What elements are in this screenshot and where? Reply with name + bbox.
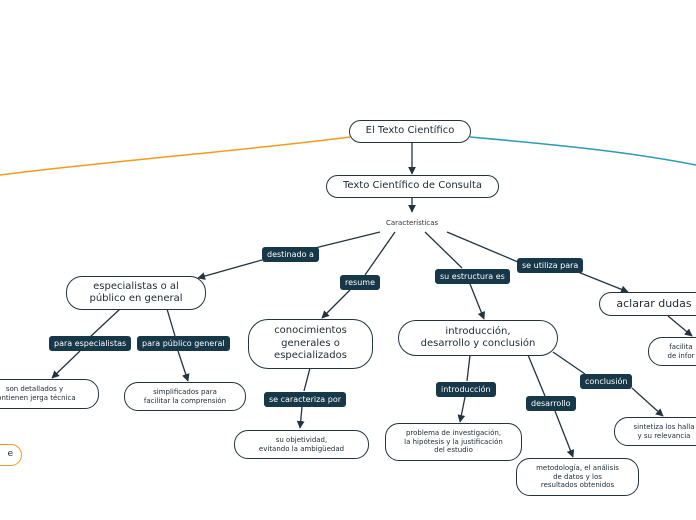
specialists-node[interactable]: son detallados y contienen jerga técnica bbox=[0, 379, 99, 409]
trait-node[interactable]: su objetividad, evitando la ambigüedad bbox=[234, 430, 369, 459]
intro-node[interactable]: problema de investigación, la hipótesis … bbox=[385, 423, 522, 461]
characteristics-text: Características bbox=[386, 219, 439, 227]
edge-intro-node bbox=[457, 396, 466, 423]
edge-audience-public bbox=[166, 308, 176, 337]
edge-trait-node bbox=[296, 406, 305, 429]
edge-resume-summary bbox=[321, 289, 351, 319]
edge-char-structure bbox=[424, 231, 463, 269]
structure-node[interactable]: introducción, desarrollo y conclusión bbox=[398, 320, 558, 356]
edge-development-node bbox=[554, 410, 575, 458]
edge-char-usage bbox=[446, 231, 519, 263]
label-destinado-a: destinado a bbox=[262, 247, 319, 262]
edge-conclusion-node bbox=[631, 387, 664, 417]
edge-root-left bbox=[0, 136, 351, 176]
edge-char-resume bbox=[364, 231, 396, 276]
summary-node[interactable]: conocimientos generales o especializados bbox=[248, 319, 373, 369]
label-su-estructura-es: su estructura es bbox=[435, 269, 510, 284]
label-resume: resume bbox=[340, 275, 380, 290]
label-desarrollo: desarrollo bbox=[526, 396, 576, 411]
edge-structure-node bbox=[469, 283, 486, 320]
edge-usage-child bbox=[667, 315, 693, 337]
edge-specialists-node bbox=[51, 350, 81, 379]
label-introduccion: introducción bbox=[436, 382, 496, 397]
label-para-especialistas: para especialistas bbox=[49, 336, 132, 351]
label-se-utiliza-para: se utiliza para bbox=[517, 258, 584, 273]
usage-child-node[interactable]: facilita de infor bbox=[648, 337, 696, 366]
edge-public-node bbox=[177, 350, 190, 382]
label-para-publico-general: para público general bbox=[137, 336, 230, 351]
usage-node[interactable]: aclarar dudas bbox=[599, 292, 696, 316]
edge-root-right bbox=[469, 136, 696, 166]
public-node[interactable]: simplificados para facilitar la comprens… bbox=[124, 382, 246, 411]
edge-destinado-audience bbox=[197, 259, 263, 280]
audience-node[interactable]: especialistas o al público en general bbox=[66, 276, 206, 310]
development-node[interactable]: metodología, el análisis de datos y los … bbox=[516, 458, 639, 496]
edge-summary-trait bbox=[303, 367, 311, 392]
edge-structure-conclusion bbox=[552, 351, 586, 375]
label-conclusion: conclusión bbox=[580, 374, 633, 389]
edge-char-destinado bbox=[314, 231, 381, 249]
conclusion-node[interactable]: sintetiza los halla y su relevancia bbox=[614, 417, 696, 446]
label-se-caracteriza-por: se caracteriza por bbox=[264, 392, 346, 407]
left-fragment-node[interactable]: e bbox=[0, 444, 22, 466]
edge-usage-node bbox=[572, 269, 629, 294]
edge-structure-development bbox=[527, 354, 546, 397]
main-topic-node[interactable]: Texto Científico de Consulta bbox=[326, 175, 499, 198]
root-node[interactable]: El Texto Científico bbox=[349, 120, 471, 143]
edge-structure-intro bbox=[466, 354, 471, 382]
edge-audience-specialists bbox=[89, 308, 121, 338]
